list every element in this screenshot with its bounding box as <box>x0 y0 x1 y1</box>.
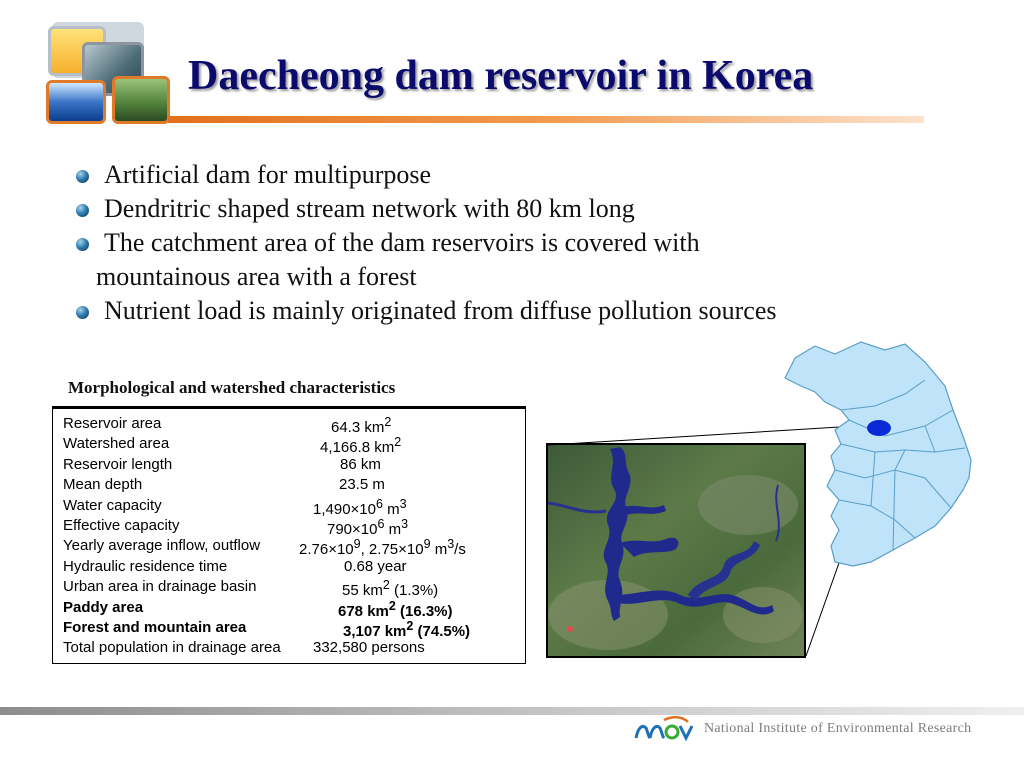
row-value: 4,166.8 km2 <box>320 435 402 457</box>
terrain-patch <box>723 587 803 643</box>
table-row: Water capacity 1,490×106 m3 <box>63 496 525 518</box>
dam-location-marker-icon <box>867 420 891 436</box>
row-label: Watershed area <box>63 435 170 453</box>
row-label: Hydraulic residence time <box>63 557 228 575</box>
row-label: Yearly average inflow, outflow <box>63 537 261 555</box>
nier-logo-icon <box>634 716 694 742</box>
row-label: Mean depth <box>63 476 143 494</box>
row-label: Total population in drainage area <box>63 639 281 657</box>
row-label: Reservoir length <box>63 455 173 473</box>
characteristics-table: Reservoir area 64.3 km2 Watershed area 4,1… <box>52 406 526 664</box>
blue-sphere-bullet-icon <box>76 170 89 183</box>
bullet-item: Dendritric shaped stream network with 80… <box>76 192 946 226</box>
row-value: 55 km2 (1.3%) <box>342 578 439 600</box>
row-label: Effective capacity <box>63 516 180 534</box>
province-borders <box>834 379 966 551</box>
photo-tile-forest <box>112 76 170 124</box>
row-value: 23.5 m <box>339 476 385 494</box>
footer-bar <box>0 707 1024 715</box>
table-row: Watershed area 4,166.8 km2 <box>63 435 525 457</box>
title-underline <box>168 116 924 123</box>
photo-tile-sea <box>46 80 106 124</box>
table-row: Reservoir length 86 km <box>63 456 525 476</box>
table-row: Hydraulic residence time 0.68 year <box>63 558 525 578</box>
row-value: 790×106 m3 <box>327 516 409 538</box>
bullet-item: Nutrient load is mainly originated from … <box>76 294 946 328</box>
reservoir-branch <box>622 505 666 515</box>
row-label: Water capacity <box>63 496 162 514</box>
river-channel <box>688 541 760 601</box>
bullet-item: The catchment area of the dam reservoirs… <box>76 226 946 294</box>
blue-sphere-bullet-icon <box>76 238 89 251</box>
table-row: Mean depth 23.5 m <box>63 476 525 496</box>
river-channel <box>614 590 774 615</box>
bullet-text: Dendritric shaped stream network with 80… <box>104 194 635 223</box>
stream-line <box>775 484 780 542</box>
table-row: Paddy area 678 km2 (16.3%) <box>63 598 525 620</box>
stream-line <box>548 501 607 514</box>
table-row: Urban area in drainage basin 55 km2 (1.3%… <box>63 578 525 600</box>
satellite-image-graphic <box>548 445 804 656</box>
reservoir-branch <box>620 537 679 557</box>
korea-landmass <box>784 341 972 567</box>
row-value: 332,580 persons <box>313 639 425 657</box>
blue-sphere-bullet-icon <box>76 306 89 319</box>
table-row: Forest and mountain area 3,107 km2 (74.5%… <box>63 618 525 640</box>
bullet-text-continuation: mountainous area with a forest <box>96 262 417 291</box>
bullet-text: Nutrient load is mainly originated from … <box>104 296 777 325</box>
bullet-text: The catchment area of the dam reservoirs… <box>104 228 700 257</box>
bullet-list: Artificial dam for multipurpose Dendritr… <box>76 158 946 328</box>
page-title: Daecheong dam reservoir in Korea <box>188 53 814 99</box>
header-photo-collage <box>46 20 176 130</box>
city-marker-icon <box>567 626 573 632</box>
bullet-text: Artificial dam for multipurpose <box>104 160 432 189</box>
row-value: 2.76×109, 2.75×109 m3/s <box>299 537 466 559</box>
row-value: 64.3 km2 <box>331 415 392 436</box>
table-row: Yearly average inflow, outflow 2.76×109, … <box>63 537 525 559</box>
row-value: 1,490×106 m3 <box>313 496 407 518</box>
row-value: 86 km <box>340 455 381 473</box>
blue-sphere-bullet-icon <box>76 204 89 217</box>
footer-organization: National Institute of Environmental Rese… <box>704 721 972 736</box>
table-row: Reservoir area 64.3 km2 <box>63 415 525 436</box>
row-value: 678 km2 (16.3%) <box>338 598 453 620</box>
row-label: Paddy area <box>63 598 144 616</box>
row-label: Urban area in drainage basin <box>63 578 257 596</box>
bullet-item: Artificial dam for multipurpose <box>76 158 946 192</box>
terrain-patch <box>698 475 798 535</box>
row-value: 0.68 year <box>344 557 407 575</box>
table-row: Total population in drainage area 332,580… <box>63 639 525 659</box>
satellite-image <box>546 443 806 658</box>
table-caption: Morphological and watershed characterist… <box>68 378 396 397</box>
korea-map <box>784 341 972 567</box>
row-value: 3,107 km2 (74.5%) <box>343 618 471 640</box>
row-label: Forest and mountain area <box>63 618 247 636</box>
reservoir-water <box>603 447 631 621</box>
table-row: Effective capacity 790×106 m3 <box>63 516 525 538</box>
row-label: Reservoir area <box>63 415 162 432</box>
